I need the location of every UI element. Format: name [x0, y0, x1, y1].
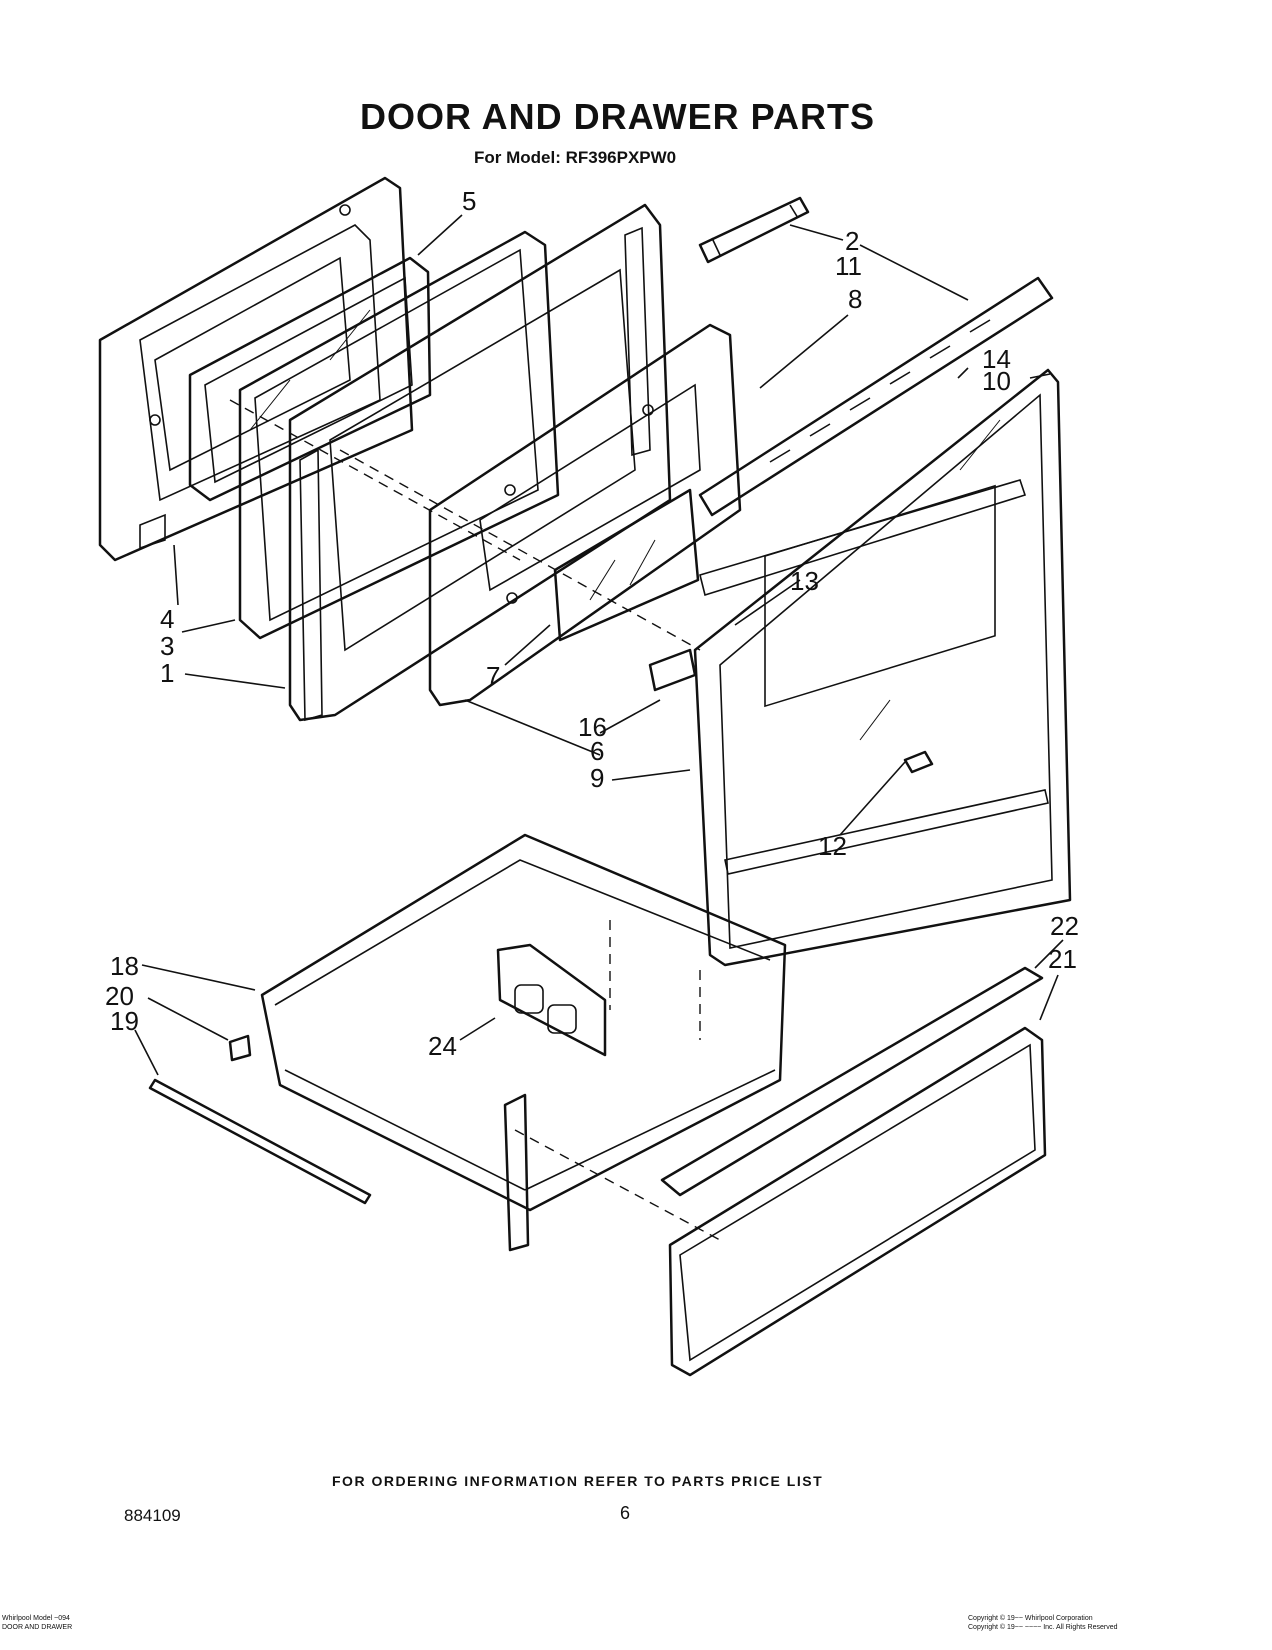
callout-10: 10: [982, 366, 1011, 396]
leader-lines: [134, 214, 1064, 1076]
callout-14: 14: [982, 344, 1011, 374]
callout-8: 8: [848, 284, 862, 314]
fine-print-right-line-1: Copyright © 19~~ Whirlpool Corporation: [968, 1615, 1093, 1622]
callout-21: 21: [1048, 944, 1077, 974]
door-gasket: [238, 230, 560, 640]
ordering-note: FOR ORDERING INFORMATION REFER TO PARTS …: [332, 1473, 824, 1489]
callout-9: 9: [590, 763, 604, 793]
drawer-glide: [148, 1078, 372, 1205]
model-subtitle: For Model: RF396PXPW0: [474, 148, 677, 167]
callout-11: 11: [835, 251, 862, 281]
callout-16: 16: [578, 712, 607, 742]
drawer-side-rail: [503, 1093, 530, 1252]
fine-print-right-line-2: Copyright © 19~~ ~~~~ Inc. All Rights Re…: [968, 1624, 1118, 1631]
drawer-back-plate: [496, 943, 607, 1057]
callout-7: 7: [486, 661, 500, 691]
callout-3: 3: [160, 631, 174, 661]
callout-6: 6: [590, 736, 604, 766]
assembly-lines: [229, 399, 721, 1241]
fine-print-left-line-2: DOOR AND DRAWER: [2, 1624, 73, 1631]
inner-door-panel: [428, 323, 742, 707]
window-glass: [553, 488, 700, 642]
door-handle: [903, 750, 934, 774]
callout-13: 13: [790, 566, 819, 596]
outer-door-panel: [693, 368, 1072, 967]
drawer-stop: [228, 1034, 252, 1062]
door-inner-panel: [98, 176, 414, 562]
fine-print-left: Whirlpool Model ~094 DOOR AND DRAWER: [2, 1614, 72, 1632]
callout-1: 1: [160, 658, 174, 688]
callout-22: 22: [1050, 911, 1079, 941]
fine-print-left-line-1: Whirlpool Model ~094: [2, 1615, 70, 1622]
vent-trim: [698, 276, 1054, 517]
page-title: DOOR AND DRAWER PARTS: [360, 96, 875, 137]
page-number: 6: [620, 1503, 631, 1523]
callout-24: 24: [428, 1031, 457, 1061]
document-number: 884109: [124, 1506, 181, 1525]
drawer-front-panel: [668, 1026, 1047, 1377]
callout-18: 18: [110, 951, 139, 981]
callout-5: 5: [462, 186, 476, 216]
callout-20: 20: [105, 981, 134, 1011]
fine-print-right: Copyright © 19~~ Whirlpool Corporation C…: [968, 1614, 1118, 1632]
callout-19: 19: [110, 1006, 139, 1036]
callout-4: 4: [160, 604, 174, 634]
door-frame: [288, 203, 672, 722]
hinge-bracket: [698, 196, 810, 264]
callout-2: 2: [845, 226, 859, 256]
drawer-front-trim: [660, 966, 1044, 1197]
hinge-receptacle: [648, 648, 697, 692]
drawer-body: [260, 833, 787, 1212]
callout-12: 12: [818, 831, 847, 861]
